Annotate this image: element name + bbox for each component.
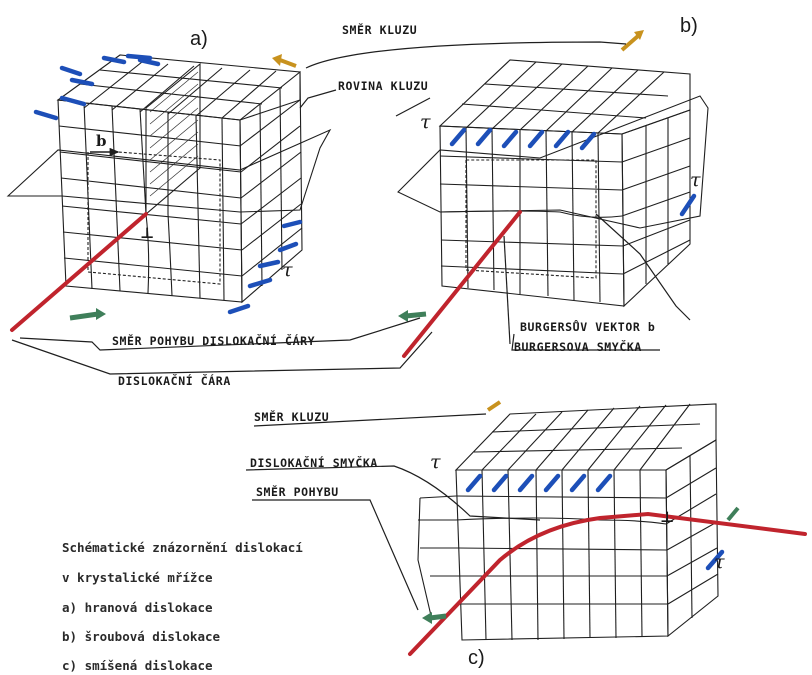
slip-arrow-right [620, 30, 644, 52]
label-burgersova-smycka: BURGERSOVA SMYČKA [514, 339, 642, 354]
panel-a-shear-arrows-top [33, 53, 161, 121]
green-motion-arrow-c-right [726, 506, 740, 522]
panel-b-dislocation-line [402, 210, 522, 358]
legend: Schématické znázornění dislokací v kryst… [62, 540, 303, 673]
panel-c-label: c) [468, 647, 485, 669]
panel-a-slip-plane [6, 128, 332, 213]
panel-b-label: b) [680, 15, 698, 37]
panel-a-front-face [57, 99, 243, 303]
panel-b-tau-left: τ [420, 111, 431, 133]
panel-a-label: a) [190, 28, 208, 50]
panel-b-shear-arrow-right [679, 193, 697, 217]
panel-c-top-face [454, 403, 717, 471]
panel-b-crystal [397, 59, 709, 358]
panel-c-right-face [665, 439, 719, 638]
panel-c-tau-right: τ [714, 551, 725, 573]
panel-a-burgers-loop [87, 151, 221, 285]
green-motion-arrow-c [422, 612, 447, 624]
panel-b-burgers-loop [465, 159, 597, 279]
leader-lines [11, 41, 691, 611]
panel-a-right-face [239, 70, 303, 304]
legend-item-a: a) hranová dislokace [62, 600, 213, 615]
label-burgersuv-vektor: BURGERSŮV VEKTOR b [520, 319, 655, 334]
panel-a-shear-arrows-bottom [227, 219, 303, 315]
panel-c-crystal [408, 403, 807, 656]
panel-c-tau-left: τ [430, 451, 441, 473]
slip-arrow-c [486, 400, 502, 412]
legend-item-b: b) šroubová dislokace [62, 629, 221, 644]
panel-c-edge-symbol: ⊥ [660, 508, 674, 526]
label-smer-pohybu: SMĚR POHYBU [256, 484, 339, 499]
panel-b-slip-plane [397, 95, 709, 229]
panel-c-shear-arrows-top [465, 473, 613, 493]
panel-a-tau: τ [282, 259, 293, 281]
panel-c-front-face [455, 469, 669, 641]
label-rovina-kluzu: ROVINA KLUZU [338, 79, 428, 93]
green-motion-arrow-a [69, 308, 106, 321]
panel-c-dislocation-line [408, 511, 807, 656]
legend-item-c: c) smíšená dislokace [62, 658, 213, 673]
panel-a-dislocation-line [10, 212, 148, 332]
legend-title-line2: v krystalické mřížce [62, 570, 213, 585]
panel-a-extra-half-plane [145, 62, 201, 216]
label-dislokacni-cara: DISLOKAČNÍ ČÁRA [118, 373, 231, 388]
panel-a-edge-symbol: ⊥ [140, 224, 154, 242]
panel-a-burgers-symbol: b [96, 132, 107, 150]
panel-b-tau-right: τ [690, 169, 701, 191]
panel-a-crystal [6, 53, 332, 332]
legend-title-line1: Schématické znázornění dislokací [62, 540, 303, 555]
label-dislokacni-smycka: DISLOKAČNÍ SMYČKA [250, 455, 378, 470]
panel-c-shear-arrow-right [705, 549, 725, 571]
green-motion-arrow-b [398, 310, 427, 322]
label-smer-pohybu-dislokacni-cary: SMĚR POHYBU DISLOKAČNÍ ČÁRY [112, 333, 315, 348]
panel-b-right-face [621, 109, 691, 308]
panel-c-left-extension [417, 495, 458, 621]
label-smer-kluzu-top: SMĚR KLUZU [342, 22, 417, 37]
panel-b-shear-arrows-top [449, 127, 597, 151]
slip-arrow-left [272, 54, 297, 68]
label-smer-kluzu-c: SMĚR KLUZU [254, 409, 329, 424]
